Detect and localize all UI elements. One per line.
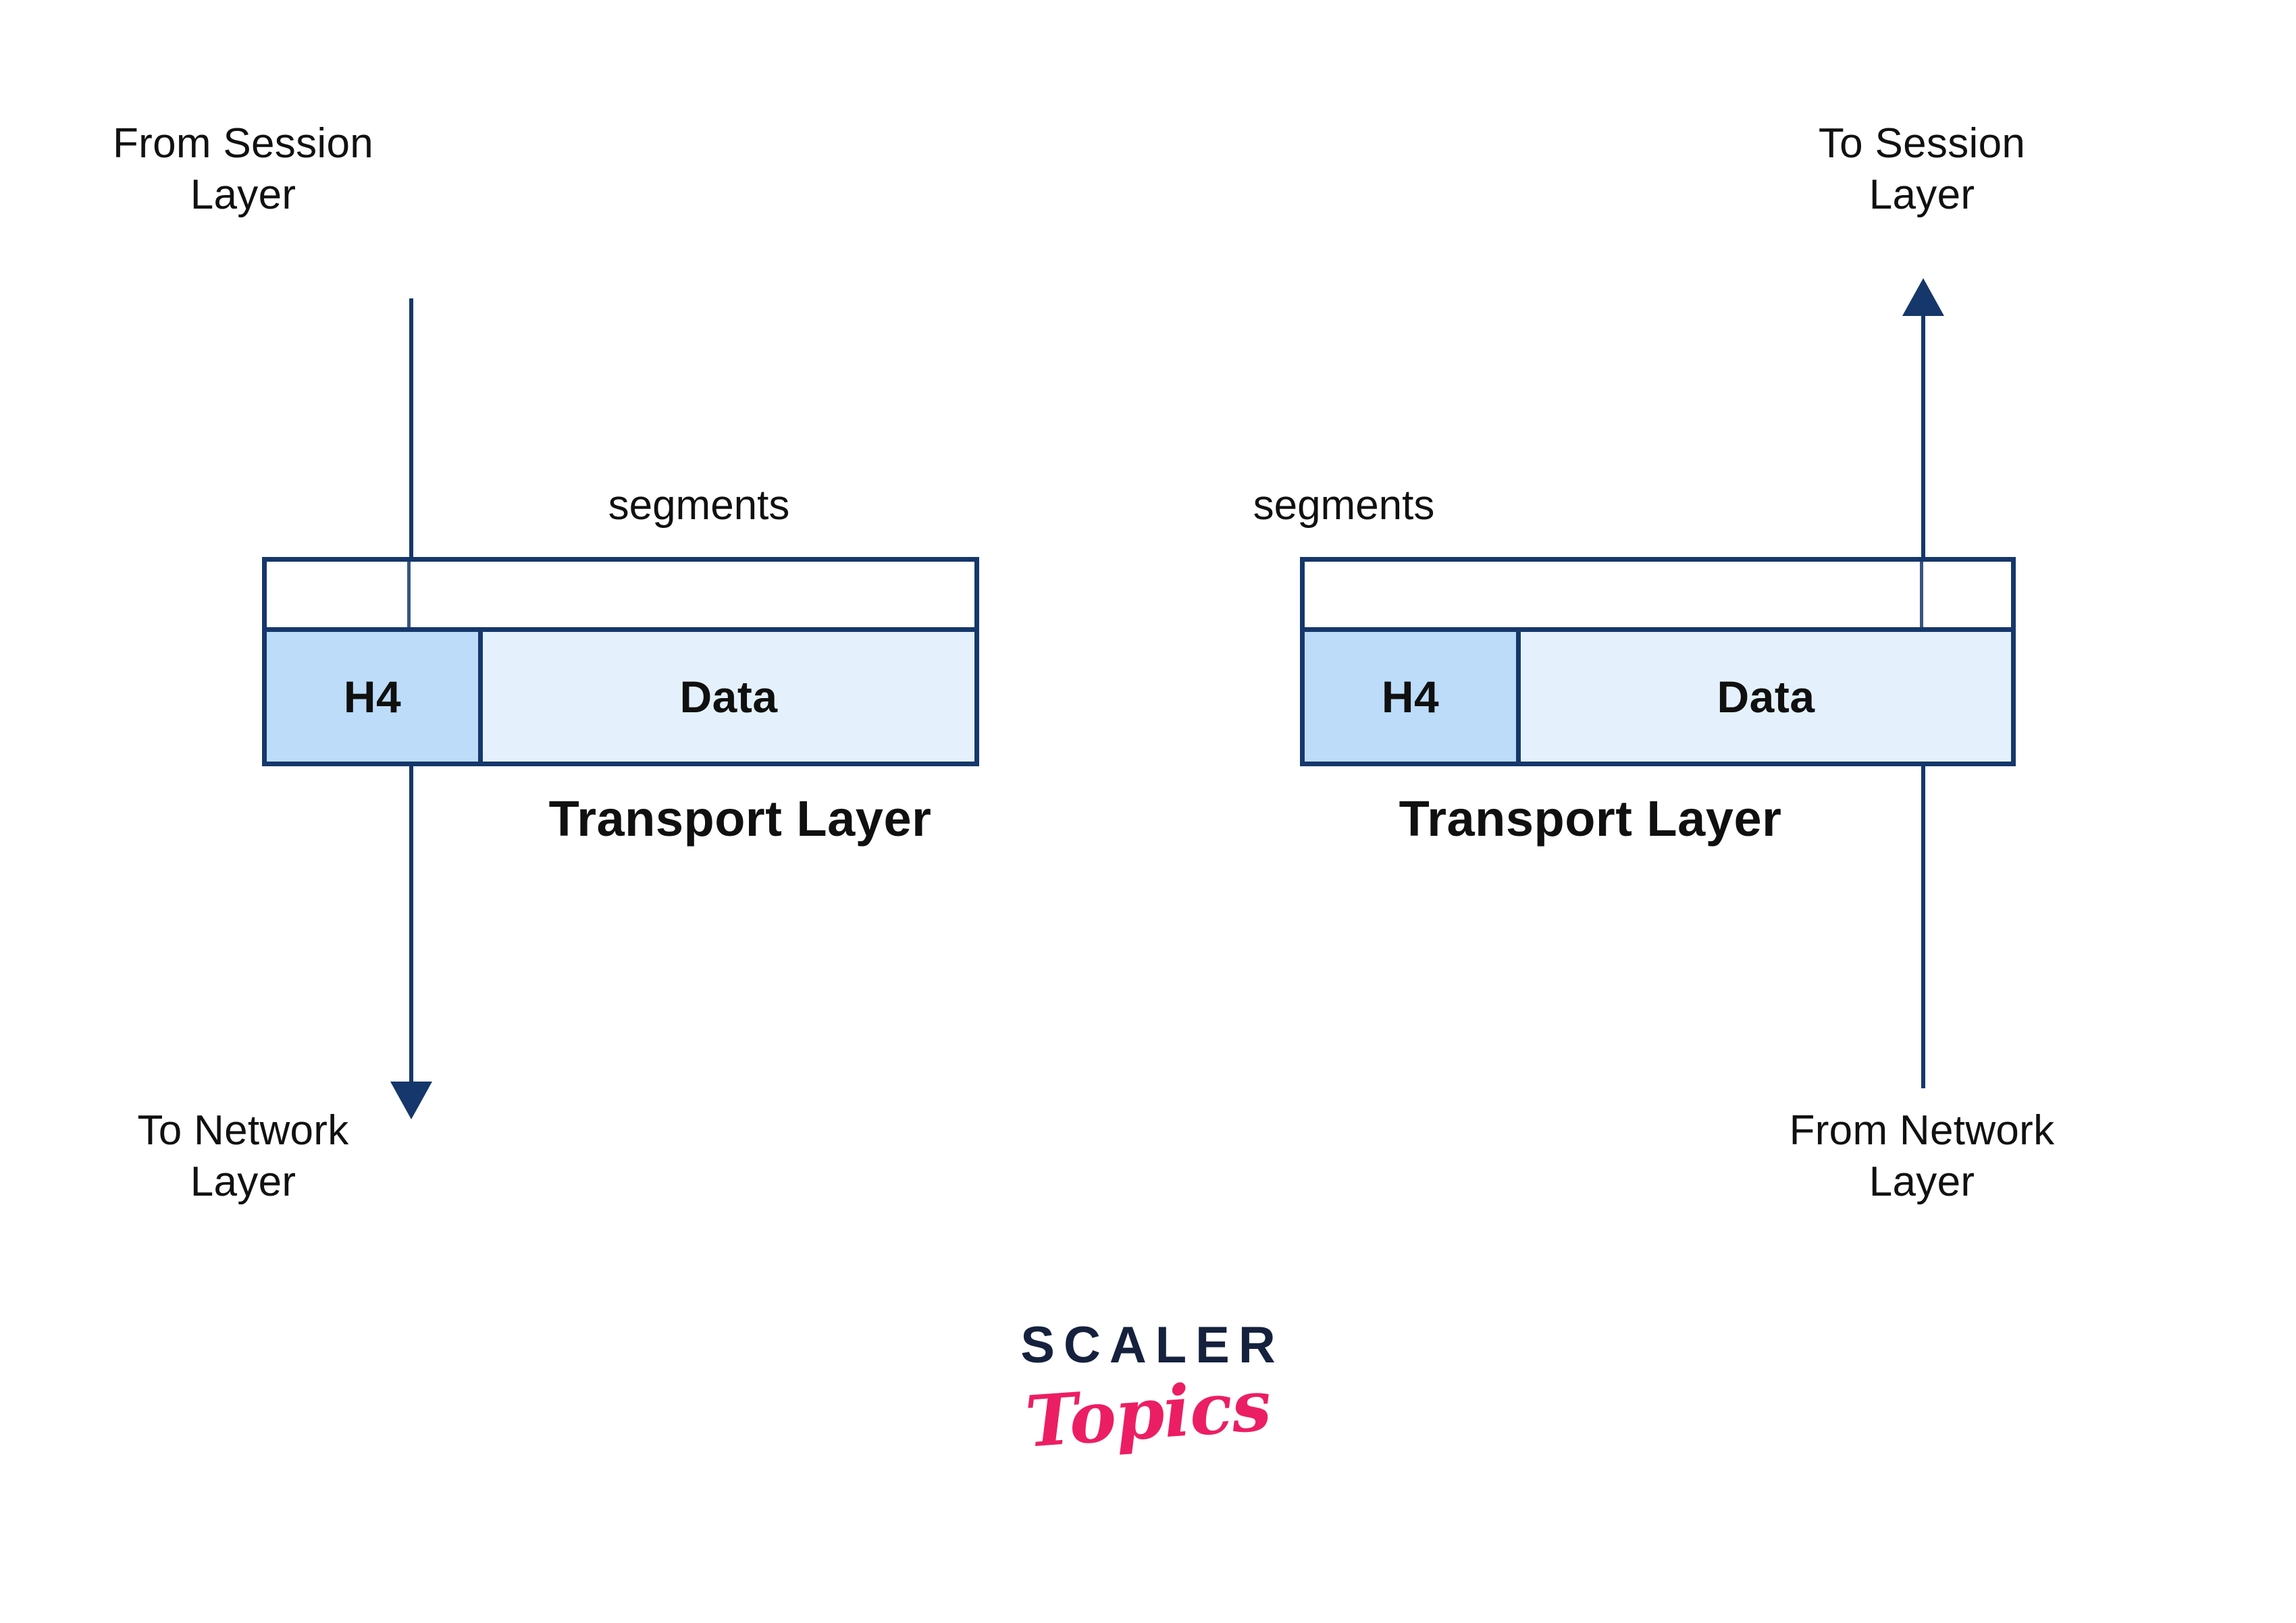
right-packet-bottom-row: H4 Data xyxy=(1300,627,2016,766)
right-layer-title: Transport Layer xyxy=(1399,791,1782,847)
left-packet-data-cell: Data xyxy=(483,632,974,762)
right-flow-arrowhead-up xyxy=(1902,278,1944,316)
logo-primary-text: SCALER xyxy=(1020,1316,1284,1374)
left-top-label: From Session Layer xyxy=(112,120,374,218)
left-flow-arrowhead-down xyxy=(390,1082,432,1119)
left-packet-top-divider xyxy=(407,557,411,627)
left-packet: H4 Data xyxy=(262,557,979,766)
scaler-topics-logo: SCALER Topics xyxy=(0,1316,2296,1464)
right-packet-header-cell: H4 xyxy=(1305,632,1521,762)
left-packet-header-cell: H4 xyxy=(267,632,483,762)
right-bottom-label: From Network Layer xyxy=(1789,1107,2055,1205)
right-packet-top-row xyxy=(1300,557,2016,627)
right-segments-label: segments xyxy=(1253,482,1435,529)
right-packet-data-cell: Data xyxy=(1521,632,2011,762)
left-packet-top-row xyxy=(262,557,979,627)
left-segments-label: segments xyxy=(608,482,790,529)
right-packet-top-divider xyxy=(1920,557,1923,627)
left-bottom-label: To Network Layer xyxy=(137,1107,349,1205)
left-layer-title: Transport Layer xyxy=(548,791,932,847)
left-packet-bottom-row: H4 Data xyxy=(262,627,979,766)
right-top-label: To Session Layer xyxy=(1818,120,2026,218)
right-packet: H4 Data xyxy=(1300,557,2016,766)
